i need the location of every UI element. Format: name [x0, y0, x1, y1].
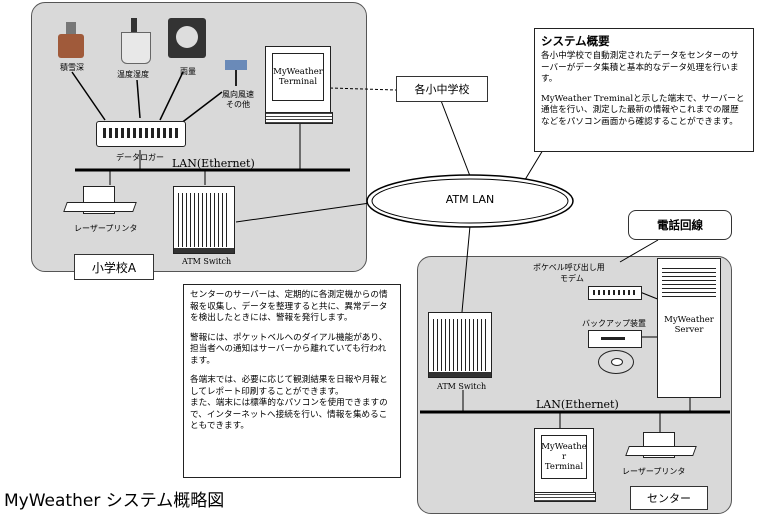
center-note-para1: センターのサーバーは、定期的に各測定機からの情報を収集し、データを整理すると共に… [190, 290, 388, 323]
phone-line-box: 電話回線 [628, 210, 732, 240]
center-laser-printer-icon [625, 432, 697, 460]
center-terminal-line2: r [561, 452, 567, 462]
wind-other-label: その他 [226, 100, 250, 109]
overview-para2: MyWeather Treminalと示した端末で、サーバーと通信を行い、測定し… [541, 93, 745, 127]
center-terminal-line3: Terminal [544, 462, 584, 472]
server-line1: MyWeather [664, 315, 714, 325]
server-line2: Server [674, 325, 704, 335]
atm-lan-label: ATM LAN [445, 193, 495, 206]
data-logger-icon [96, 121, 186, 147]
modem-label-line2: モデム [560, 274, 584, 283]
modem-icon [588, 286, 642, 300]
wind-sensor-icon [223, 56, 251, 86]
modem-label-line1: ポケベル呼び出し用 [533, 263, 605, 272]
center-atm-switch-label: ATM Switch [437, 382, 487, 391]
center-description-note: センターのサーバーは、定期的に各測定機からの情報を収集し、データを整理すると共に… [183, 284, 401, 478]
center-panel-label: センター [630, 486, 708, 510]
school-panel-label: 小学校A [74, 254, 154, 280]
center-terminal-screen: MyWeathe r Terminal [541, 435, 587, 479]
snow-depth-sensor-icon [58, 22, 84, 58]
overview-para1: 各小中学校で自動測定されたデータをセンターのサーバーがデータ集積と基本的なデータ… [541, 51, 739, 84]
temp-humidity-sensor-icon [117, 18, 155, 66]
data-logger-label: データロガー [116, 153, 164, 162]
school-laser-printer-icon [63, 186, 137, 216]
temp-humidity-label: 温度湿度 [117, 70, 149, 79]
center-lan-label: LAN(Ethernet) [536, 398, 619, 411]
center-note-para3: 各端末では、必要に応じて観測結果を日報や月報としてレポート印刷することができます… [190, 375, 388, 397]
center-note-para4: また、端末には標準的なパソコンを使用できますので、インターネットへ接続を行い、情… [190, 398, 388, 431]
wind-label: 風向風速 [222, 90, 254, 99]
school-atm-switch-icon [173, 186, 235, 254]
schools-tag: 各小中学校 [396, 76, 488, 102]
server-icon: MyWeather Server [657, 258, 721, 398]
center-atm-switch-icon [428, 312, 492, 378]
center-printer-label: レーザープリンタ [622, 467, 686, 476]
center-note-para2: 警報には、ポケットベルへのダイアル機能があり、担当者への通知はサーバーから離れて… [190, 332, 388, 366]
center-keyboard-icon [534, 492, 596, 502]
center-terminal-icon: MyWeathe r Terminal [534, 428, 594, 496]
school-lan-label: LAN(Ethernet) [172, 157, 255, 170]
school-terminal-line1: MyWeather [273, 67, 323, 77]
system-overview-note: システム概要 各小中学校で自動測定されたデータをセンターのサーバーがデータ集積と… [534, 28, 754, 152]
backup-label: バックアップ装置 [582, 319, 646, 328]
backup-device-icon [588, 330, 642, 348]
overview-heading: システム概要 [541, 34, 610, 48]
school-printer-label: レーザープリンタ [74, 224, 138, 233]
page-title: MyWeather システム概略図 [4, 491, 225, 511]
backup-disk-icon [598, 350, 634, 374]
school-atm-switch-label: ATM Switch [182, 257, 232, 266]
school-keyboard-icon [265, 112, 333, 124]
rain-label: 雨量 [180, 67, 196, 76]
snow-depth-label: 積雪深 [60, 63, 84, 72]
center-terminal-line1: MyWeathe [541, 442, 587, 452]
rain-gauge-icon [168, 18, 206, 58]
school-terminal-line2: Terminal [278, 77, 318, 87]
